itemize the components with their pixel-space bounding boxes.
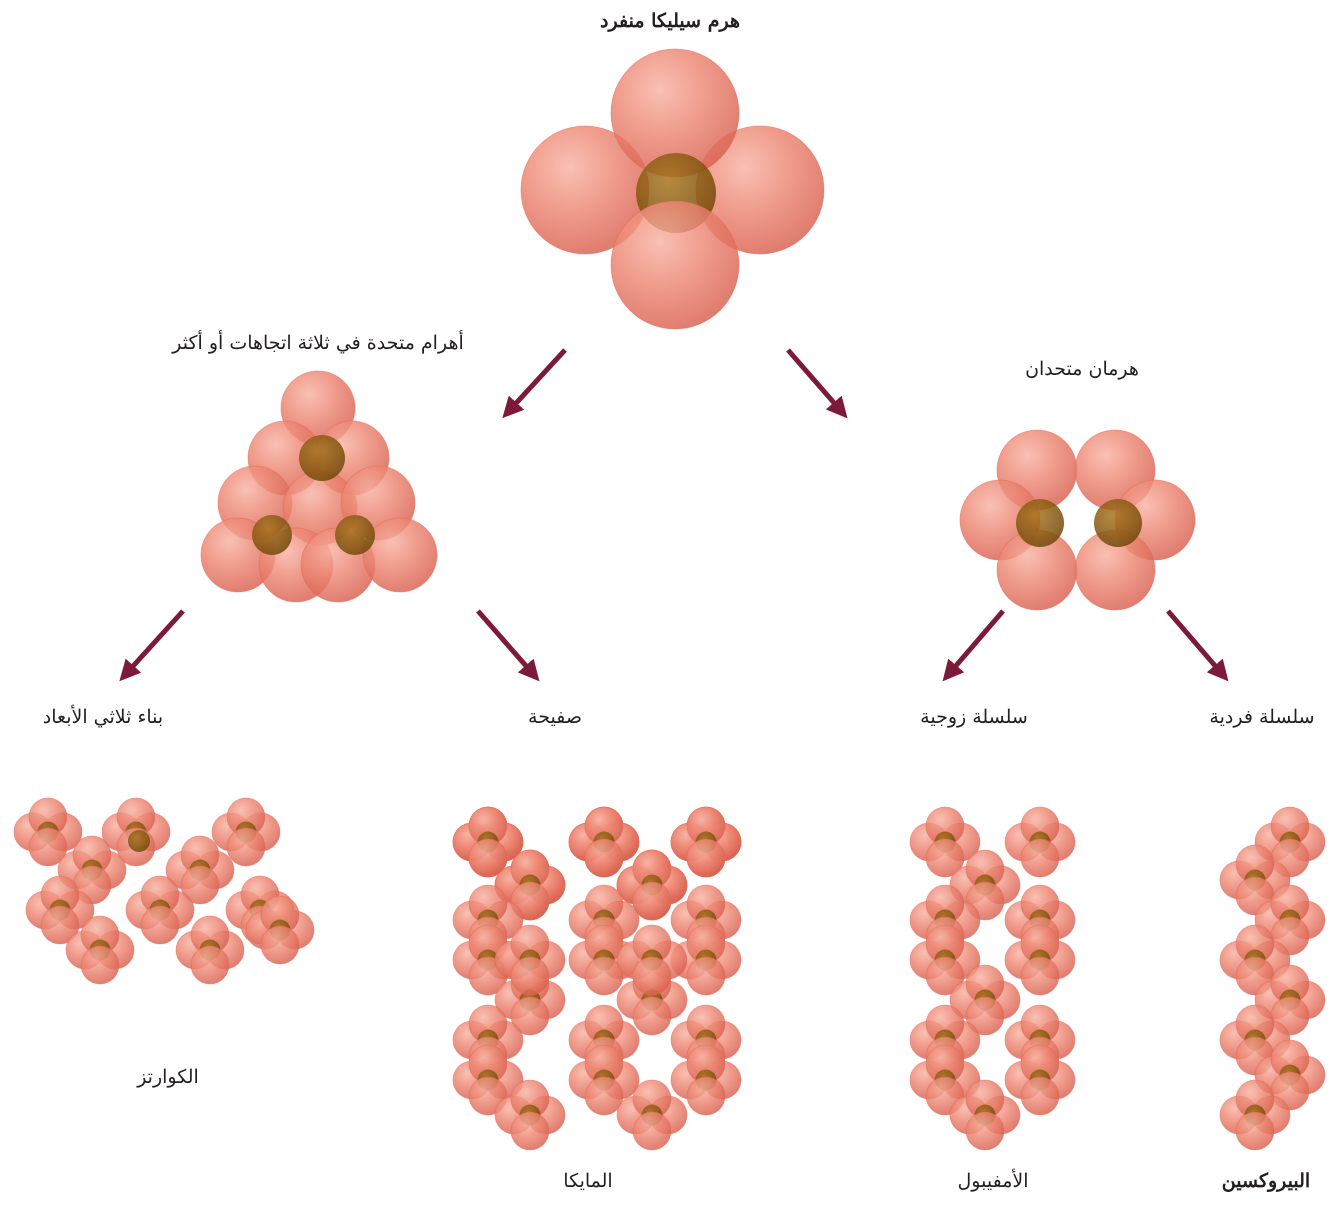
silicon-atom (252, 515, 292, 555)
label-two-united: هرمان متحدان (1025, 358, 1139, 380)
single-tetrahedron (520, 48, 825, 330)
arrow-to-sheet (476, 609, 540, 682)
oxygen-sphere (180, 865, 220, 905)
label-3d-structure: بناء ثلاثي الأبعاد (42, 706, 164, 728)
quartz-structure (13, 797, 315, 985)
oxygen-sphere (226, 827, 266, 867)
pyroxene-single-chain (1219, 806, 1326, 1151)
oxygen-sphere (1020, 956, 1060, 996)
silicon-atom (128, 830, 150, 852)
oxygen-sphere (1020, 1076, 1060, 1116)
mica-sheet (452, 806, 742, 1151)
oxygen-sphere (610, 200, 740, 330)
oxygen-sphere (468, 838, 508, 878)
oxygen-sphere (965, 996, 1005, 1036)
label-pyroxene: البيروكسين (1221, 1170, 1311, 1192)
oxygen-sphere (260, 925, 300, 965)
united-tetrahedra-pyramid (200, 370, 438, 603)
oxygen-sphere (584, 838, 624, 878)
molecules-layer (13, 48, 1326, 1151)
arrow-to-three-or-more (502, 348, 567, 419)
oxygen-sphere (510, 996, 550, 1036)
arrow-to-single-chain (1166, 609, 1229, 682)
label-single-chain: سلسلة فردية (1209, 706, 1315, 728)
oxygen-sphere (1235, 1111, 1275, 1151)
oxygen-sphere (632, 881, 672, 921)
oxygen-sphere (686, 956, 726, 996)
oxygen-sphere (632, 956, 672, 996)
two-united-tetrahedra (959, 429, 1196, 611)
arrow-to-two-united (786, 348, 848, 419)
oxygen-sphere (632, 996, 672, 1036)
silicon-atom (299, 435, 345, 481)
oxygen-sphere (632, 1111, 672, 1151)
oxygen-sphere (510, 1111, 550, 1151)
oxygen-sphere (686, 838, 726, 878)
oxygen-sphere (925, 956, 965, 996)
oxygen-sphere (686, 1076, 726, 1116)
silicon-atom (1016, 499, 1064, 547)
oxygen-sphere (362, 517, 438, 593)
oxygen-sphere (965, 1111, 1005, 1151)
label-mica: المايكا (563, 1170, 613, 1192)
label-three-or-more: أهرام متحدة في ثلاثة اتجاهات أو أكثر (172, 332, 464, 354)
label-amphibole: الأمفيبول (957, 1170, 1029, 1192)
label-quartz: الكوارتز (137, 1066, 199, 1088)
arrows-layer (119, 348, 1229, 682)
amphibole-double-chain (909, 806, 1076, 1151)
oxygen-sphere (28, 827, 68, 867)
oxygen-sphere (40, 905, 80, 945)
oxygen-sphere (510, 956, 550, 996)
oxygen-sphere (80, 945, 120, 985)
oxygen-sphere (140, 905, 180, 945)
silicon-atom (335, 515, 375, 555)
oxygen-sphere (190, 945, 230, 985)
silicon-atom (1094, 499, 1142, 547)
label-double-chain: سلسلة زوجية (920, 706, 1028, 728)
label-sheet: صفيحة (528, 706, 582, 728)
oxygen-sphere (1020, 838, 1060, 878)
arrow-to-double-chain (942, 609, 1005, 682)
oxygen-sphere (584, 1076, 624, 1116)
oxygen-sphere (925, 838, 965, 878)
oxygen-sphere (584, 956, 624, 996)
arrow-to-3d (119, 609, 185, 682)
title-single-tetrahedron: هرم سيليكا منفرد (600, 10, 740, 32)
